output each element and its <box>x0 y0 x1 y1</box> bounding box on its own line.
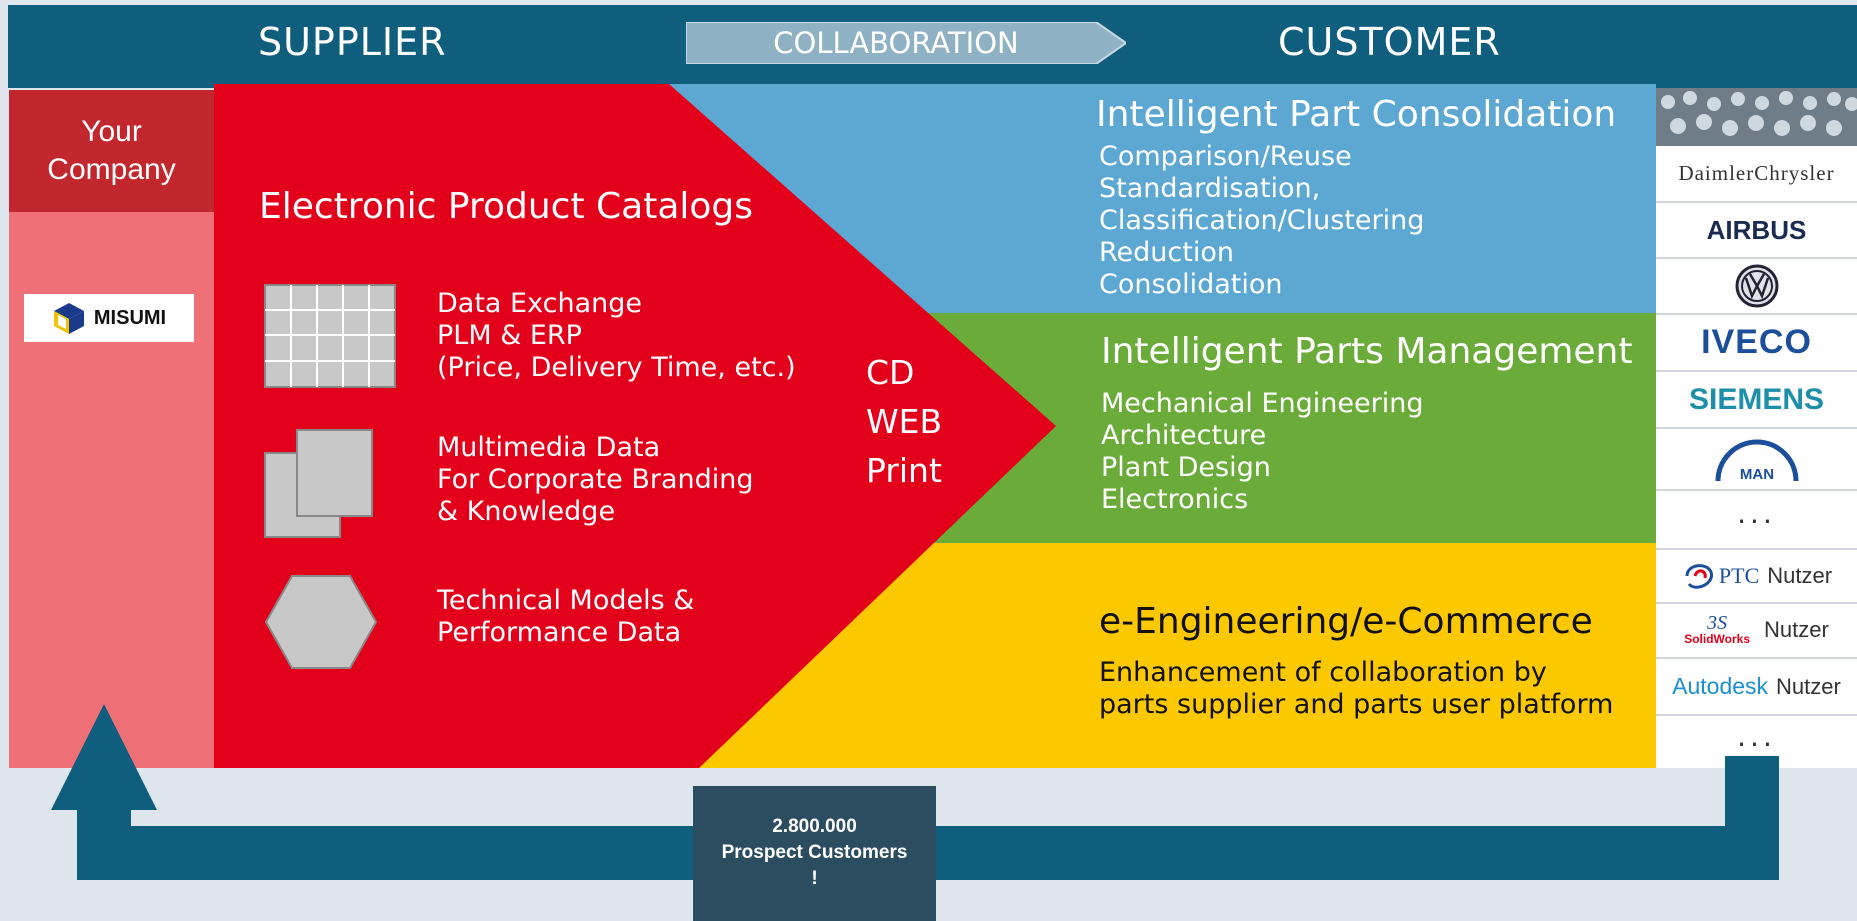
your-company-box: Your Company <box>9 90 214 212</box>
supplier-item-1: Data Exchange PLM & ERP (Price, Delivery… <box>437 288 796 384</box>
customer-heading: CUSTOMER <box>1278 20 1501 64</box>
daimlerchrysler-wordmark: DaimlerChrysler <box>1678 161 1835 185</box>
management-list: Mechanical Engineering Architecture Plan… <box>1101 388 1424 516</box>
platform-ptc: PTC Nutzer <box>1656 548 1857 604</box>
supplier-item-2-line: & Knowledge <box>437 496 616 527</box>
consolidation-item: Standardisation, <box>1099 173 1321 204</box>
autodesk-nutzer-label: Nutzer <box>1776 673 1841 699</box>
supplier-item-3-line: Performance Data <box>437 617 682 648</box>
logo-ellipsis: ... <box>1656 491 1857 535</box>
more-platforms-ellipsis: ... <box>1737 719 1776 753</box>
supplier-item-2-line: Multimedia Data <box>437 432 661 463</box>
channel-print: Print <box>866 451 942 490</box>
logo-iveco: IVECO <box>1656 315 1857 372</box>
supplier-heading: SUPPLIER <box>258 20 447 64</box>
ptc-logo-icon <box>1685 564 1713 589</box>
grid-icon <box>264 284 396 388</box>
misumi-wordmark: MISUMI <box>93 306 167 329</box>
prospect-label: Prospect Customers <box>721 842 908 863</box>
vw-logo-icon <box>1735 264 1778 308</box>
channel-web: WEB <box>866 402 943 441</box>
supplier-item-1-line: PLM & ERP <box>437 320 582 351</box>
crowd-image <box>1656 88 1857 146</box>
catalogs-title: Electronic Product Catalogs <box>259 186 754 227</box>
consolidation-item: Classification/Clustering <box>1099 205 1425 236</box>
engineering-item: parts supplier and parts user platform <box>1099 689 1614 720</box>
solidworks-logo: 3S SolidWorks <box>1684 611 1750 646</box>
supplier-item-2: Multimedia Data For Corporate Branding &… <box>437 432 754 528</box>
management-title: Intelligent Parts Management <box>1101 331 1633 372</box>
management-item: Electronics <box>1101 484 1249 515</box>
logo-man: MAN <box>1656 429 1857 491</box>
management-item: Plant Design <box>1101 452 1271 483</box>
management-item: Mechanical Engineering <box>1101 388 1424 419</box>
solidworks-nutzer-label: Nutzer <box>1764 616 1829 642</box>
man-logo-icon: MAN <box>1715 439 1798 483</box>
consolidation-item: Reduction <box>1099 237 1234 268</box>
iveco-wordmark: IVECO <box>1701 323 1812 361</box>
consolidation-title: Intelligent Part Consolidation <box>1096 94 1617 135</box>
channel-cd: CD <box>866 353 915 392</box>
logo-daimlerchrysler: DaimlerChrysler <box>1656 146 1857 203</box>
platform-ellipsis: ... <box>1656 718 1857 754</box>
engineering-list: Enhancement of collaboration by parts su… <box>1099 657 1613 721</box>
crowd-icon <box>1661 91 1857 136</box>
logo-vw: VW <box>1656 259 1857 315</box>
solidworks-wordmark: SolidWorks <box>1684 631 1750 646</box>
ptc-nutzer-label: Nutzer <box>1767 563 1833 588</box>
supplier-item-1-line: Data Exchange <box>437 288 642 319</box>
supplier-arrow <box>214 84 1056 768</box>
airbus-wordmark: AIRBUS <box>1706 214 1807 245</box>
platform-autodesk: Autodesk Nutzer <box>1656 659 1857 716</box>
misumi-cube-icon <box>53 303 84 334</box>
collaboration-arrow-icon <box>686 22 1126 64</box>
management-item: Architecture <box>1101 420 1267 451</box>
collaboration-diagram <box>214 84 1656 768</box>
prospect-customers-box: 2.800.000 Prospect Customers ! <box>693 786 936 921</box>
consolidation-item: Consolidation <box>1099 269 1283 300</box>
logo-airbus: AIRBUS <box>1656 203 1857 259</box>
engineering-item: Enhancement of collaboration by <box>1099 657 1547 688</box>
customer-logos: DaimlerChrysler AIRBUS VW IVECO SIEMENS … <box>1656 88 1857 768</box>
collaboration-label: COLLABORATION <box>773 26 1019 60</box>
more-customers-ellipsis: ... <box>1737 496 1776 530</box>
your-company-line1: Your <box>81 115 142 148</box>
hexagon-icon <box>264 575 378 669</box>
solidworks-3ds-icon: 3S <box>1707 611 1728 634</box>
prospect-suffix: ! <box>811 868 818 889</box>
channels: CD WEB Print <box>866 348 942 495</box>
siemens-wordmark: SIEMENS <box>1688 382 1825 416</box>
your-company-line2: Company <box>47 153 176 186</box>
man-logo-text: MAN <box>1739 466 1773 483</box>
supplier-item-2-line: For Corporate Branding <box>437 464 754 495</box>
logo-siemens: SIEMENS <box>1656 372 1857 429</box>
ptc-wordmark: PTC <box>1718 563 1760 588</box>
supplier-item-3-line: Technical Models & <box>437 585 695 616</box>
consolidation-list: Comparison/Reuse Standardisation, Classi… <box>1099 141 1424 301</box>
misumi-logo: MISUMI <box>24 294 194 342</box>
consolidation-item: Comparison/Reuse <box>1099 141 1352 172</box>
pages-icon <box>264 429 373 538</box>
supplier-item-3: Technical Models & Performance Data <box>437 585 694 649</box>
prospect-count: 2.800.000 <box>772 816 857 837</box>
engineering-title: e-Engineering/e-Commerce <box>1099 601 1593 642</box>
supplier-item-1-line: (Price, Delivery Time, etc.) <box>437 352 796 383</box>
autodesk-wordmark: Autodesk <box>1672 673 1769 699</box>
platform-solidworks: 3S SolidWorks Nutzer <box>1656 602 1857 659</box>
